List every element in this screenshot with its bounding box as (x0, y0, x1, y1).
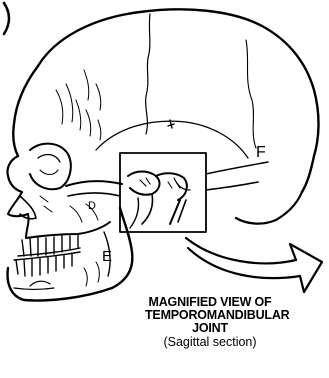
figure-caption: MAGNIFIED VIEW OF TEMPOROMANDIBULAR JOIN… (145, 296, 275, 349)
label-e: E (102, 249, 112, 264)
label-f: F (256, 145, 266, 161)
occipital-outline (236, 192, 302, 224)
zygomatic-arch (66, 181, 122, 186)
orbit-outline (30, 144, 71, 190)
caption-line-3: JOINT (145, 322, 275, 335)
magnify-arrow-head (290, 244, 322, 292)
figure-marker-paren (4, 3, 9, 34)
tmj-focus-box (120, 153, 206, 232)
forehead-outline (13, 66, 38, 156)
chin-line (30, 281, 50, 286)
coronal-suture (146, 14, 150, 134)
caption-line-4: (Sagittal section) (145, 335, 275, 349)
nasal-outline (8, 192, 28, 216)
cranium-outline (38, 9, 319, 192)
temporal-line (206, 162, 268, 174)
brow-ridge (7, 156, 22, 192)
label-d: D (88, 201, 96, 212)
